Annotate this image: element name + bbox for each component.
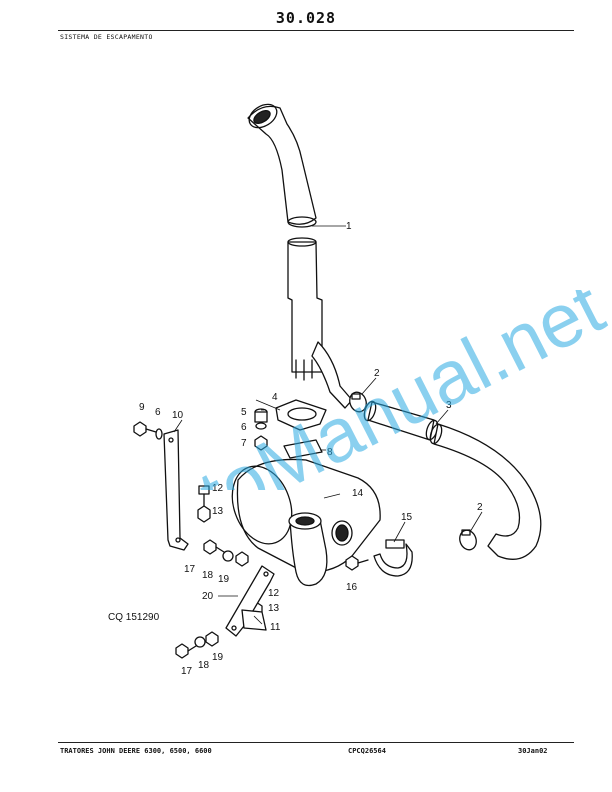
bolt-17-lower <box>175 643 197 659</box>
callout-20: 20 <box>202 591 214 602</box>
callout-5: 5 <box>241 407 247 418</box>
callout-6-left: 6 <box>155 407 161 418</box>
washer-6-left <box>155 428 163 440</box>
bolt-16 <box>345 555 369 571</box>
figure-reference-code: CQ 151290 <box>108 612 160 623</box>
footer-document-code: CPCQ26564 <box>348 747 386 755</box>
callout-14: 14 <box>352 488 364 499</box>
nut-13-upper <box>197 505 211 523</box>
bracket-11 <box>241 609 267 631</box>
callout-12-upper: 12 <box>212 483 224 494</box>
bolt-5 <box>254 408 268 423</box>
muffler <box>231 458 381 587</box>
callout-17-lower: 17 <box>181 666 193 677</box>
hose-clamp-upper <box>349 391 367 413</box>
watermark: AutoManual.net <box>104 290 610 490</box>
upper-exhaust-stack <box>247 103 317 228</box>
nut-19-upper <box>235 551 249 567</box>
footer-date: 30Jan02 <box>518 747 548 755</box>
pipe-clamp-bracket <box>275 399 327 431</box>
callout-4: 4 <box>272 392 278 403</box>
callout-13-lower: 13 <box>268 603 280 614</box>
callout-7: 7 <box>241 438 247 449</box>
washer-18-upper <box>222 550 234 562</box>
footer-rule <box>58 742 574 743</box>
washer-6 <box>255 422 267 430</box>
callout-11: 11 <box>270 622 281 633</box>
bolt-12-upper <box>198 485 210 507</box>
muffler-strap-clamp <box>373 539 413 577</box>
callout-19-upper: 19 <box>218 574 230 585</box>
hose-clamp-lower <box>459 529 477 551</box>
bolt-17-upper <box>203 539 225 555</box>
flexible-hose <box>363 400 542 560</box>
elbow-hose <box>311 341 353 409</box>
callout-12-lower: 12 <box>268 588 280 599</box>
callout-17-upper: 17 <box>184 564 196 575</box>
callout-2-upper: 2 <box>374 368 380 379</box>
footer-model-line: TRATORES JOHN DEERE 6300, 6500, 6600 <box>60 747 212 755</box>
callout-labels: 1 2 3 2 4 5 6 7 8 9 6 10 12 13 14 15 16 … <box>108 221 483 677</box>
callout-18-lower: 18 <box>198 660 210 671</box>
watermark-text: AutoManual.net <box>104 290 610 490</box>
callout-19-lower: 19 <box>212 652 224 663</box>
callout-10: 10 <box>172 410 184 421</box>
callout-18-upper: 18 <box>202 570 214 581</box>
mounting-plate <box>283 439 323 459</box>
page-number: 30.028 <box>275 9 337 27</box>
leader-lines <box>173 225 483 625</box>
bracket-10 <box>163 429 189 551</box>
section-title: SISTEMA DE ESCAPAMENTO <box>60 33 153 41</box>
callout-15: 15 <box>401 512 413 523</box>
nut-19-lower <box>205 631 219 647</box>
callout-2-lower: 2 <box>477 502 483 513</box>
callout-1: 1 <box>346 221 352 232</box>
header-rule <box>58 30 574 31</box>
callout-3: 3 <box>446 400 452 411</box>
bracket-20 <box>225 565 275 637</box>
nut-7 <box>254 435 268 451</box>
callout-13-upper: 13 <box>212 506 224 517</box>
callout-9: 9 <box>139 402 145 413</box>
washer-18-lower <box>194 636 206 648</box>
callout-16: 16 <box>346 582 358 593</box>
bolt-9 <box>133 421 157 437</box>
callout-8: 8 <box>327 447 333 458</box>
callout-6: 6 <box>241 422 247 433</box>
